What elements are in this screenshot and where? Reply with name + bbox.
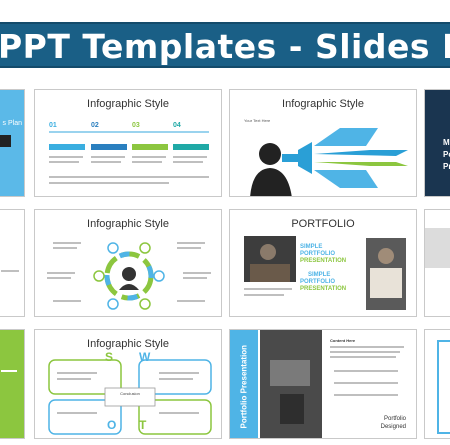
text-line (49, 182, 169, 184)
slide-portfolio[interactable]: PORTFOLIO SIMPLE PORTFOLIO PRESENTATION … (229, 209, 417, 317)
portfolio-photo-1 (244, 236, 296, 282)
megaphone-illustration (250, 128, 408, 196)
slide-title: Infographic Style (87, 338, 169, 350)
portfolio-desk-photo (260, 330, 322, 438)
step-bar-2 (91, 144, 127, 150)
slide-bottom-left[interactable] (0, 329, 25, 439)
slide-megaphone[interactable]: Infographic Style Your Text Here (229, 89, 417, 197)
swot-letter-w: W (139, 350, 151, 364)
text-line (183, 272, 211, 274)
portfolio-text-b2: PORTFOLIO (300, 279, 335, 285)
slide-title: PORTFOLIO (291, 218, 355, 230)
text-line (159, 372, 199, 374)
slide-top-far-right[interactable]: M Po Pr (424, 89, 450, 197)
step-number-3: 03 (132, 122, 140, 129)
step-bar-4 (173, 144, 209, 150)
text-line (330, 351, 400, 353)
slides-grid: s Plan Infographic Style 01 02 03 04 Inf… (0, 88, 450, 445)
text-line (47, 272, 75, 274)
circle-infographic (93, 242, 165, 310)
slide-bottom-far-right[interactable] (424, 329, 450, 439)
text-line (159, 412, 199, 414)
slide-infographic-circle[interactable]: Infographic Style (34, 209, 222, 317)
text-line (173, 156, 207, 158)
portfolio-text-a1: SIMPLE (300, 244, 323, 250)
slide-subtitle: Your Text Here (244, 118, 271, 123)
text-line (334, 382, 398, 384)
text-line (177, 247, 201, 249)
text-line (177, 242, 205, 244)
swot-frame (48, 359, 212, 435)
text-line (91, 161, 121, 163)
text-line (47, 277, 71, 279)
step-number-1: 01 (49, 122, 57, 129)
text-line (1, 370, 17, 372)
step-bar-1 (49, 144, 85, 150)
step-number-4: 04 (173, 122, 181, 129)
text-line (57, 378, 91, 380)
text-line (173, 161, 203, 163)
text-line (53, 300, 81, 302)
mid-far-right-photo (425, 228, 450, 268)
text-line (49, 161, 79, 163)
portfolio-text-b1: SIMPLE (308, 272, 331, 278)
text-line (334, 394, 398, 396)
slide-far-right-line-2: Po (443, 150, 450, 159)
portfolio-photo-2 (366, 238, 406, 310)
text-line (183, 277, 207, 279)
slide-far-right-line-1: M (443, 138, 450, 147)
bottom-far-right-frame (437, 340, 450, 434)
text-line (330, 356, 396, 358)
text-line (1, 270, 19, 272)
text-line (159, 378, 193, 380)
banner-title: PPT Templates - Slides No (0, 27, 450, 66)
text-line (330, 346, 404, 348)
slide-top-left-text: s Plan (2, 120, 22, 127)
text-line (334, 370, 398, 372)
slide-portfolio-presentation[interactable]: Portfolio Presentation Content Here Port… (229, 329, 417, 439)
slide-mid-left[interactable] (0, 209, 25, 317)
text-line (244, 288, 292, 290)
text-line (53, 242, 81, 244)
portfolio-text-b3: PRESENTATION (300, 286, 347, 292)
step-number-2: 02 (91, 122, 99, 129)
swot-center-label: Conclusion (120, 391, 140, 396)
slide-far-right-line-3: Pr (443, 162, 450, 171)
slide-swot[interactable]: Infographic Style S W O T Conclusion (34, 329, 222, 439)
text-line (57, 372, 97, 374)
text-line (132, 161, 162, 163)
swot-letter-t: T (139, 418, 147, 432)
title-banner: PPT Templates - Slides No (0, 22, 450, 68)
portfolio-text-a2: PORTFOLIO (300, 251, 335, 257)
text-line (132, 156, 166, 158)
slide-title: Infographic Style (87, 98, 169, 110)
text-line (244, 294, 284, 296)
slide-infographic-steps[interactable]: Infographic Style 01 02 03 04 (34, 89, 222, 197)
swot-letter-o: O (107, 418, 117, 432)
text-line (53, 247, 77, 249)
swot-letter-s: S (105, 350, 114, 364)
portfolio-side-title: Portfolio Presentation (239, 344, 249, 429)
text-line (57, 412, 97, 414)
portfolio-footer-1: Portfolio (383, 416, 406, 422)
text-line (49, 156, 83, 158)
slide-top-left-figure (0, 135, 11, 147)
portfolio-side-band: Portfolio Presentation (230, 330, 258, 438)
portfolio-text-a3: PRESENTATION (300, 258, 347, 264)
step-bar-3 (132, 144, 168, 150)
slide-mid-far-right[interactable] (424, 209, 450, 317)
slide-title: Infographic Style (87, 218, 169, 230)
text-line (49, 176, 209, 178)
portfolio-heading: Content Here (330, 338, 356, 343)
portfolio-footer-2: Designed (380, 424, 406, 430)
text-line (177, 300, 205, 302)
slide-top-left[interactable]: s Plan (0, 89, 25, 197)
step-divider (49, 131, 209, 133)
slide-title: Infographic Style (282, 98, 364, 110)
text-line (91, 156, 125, 158)
